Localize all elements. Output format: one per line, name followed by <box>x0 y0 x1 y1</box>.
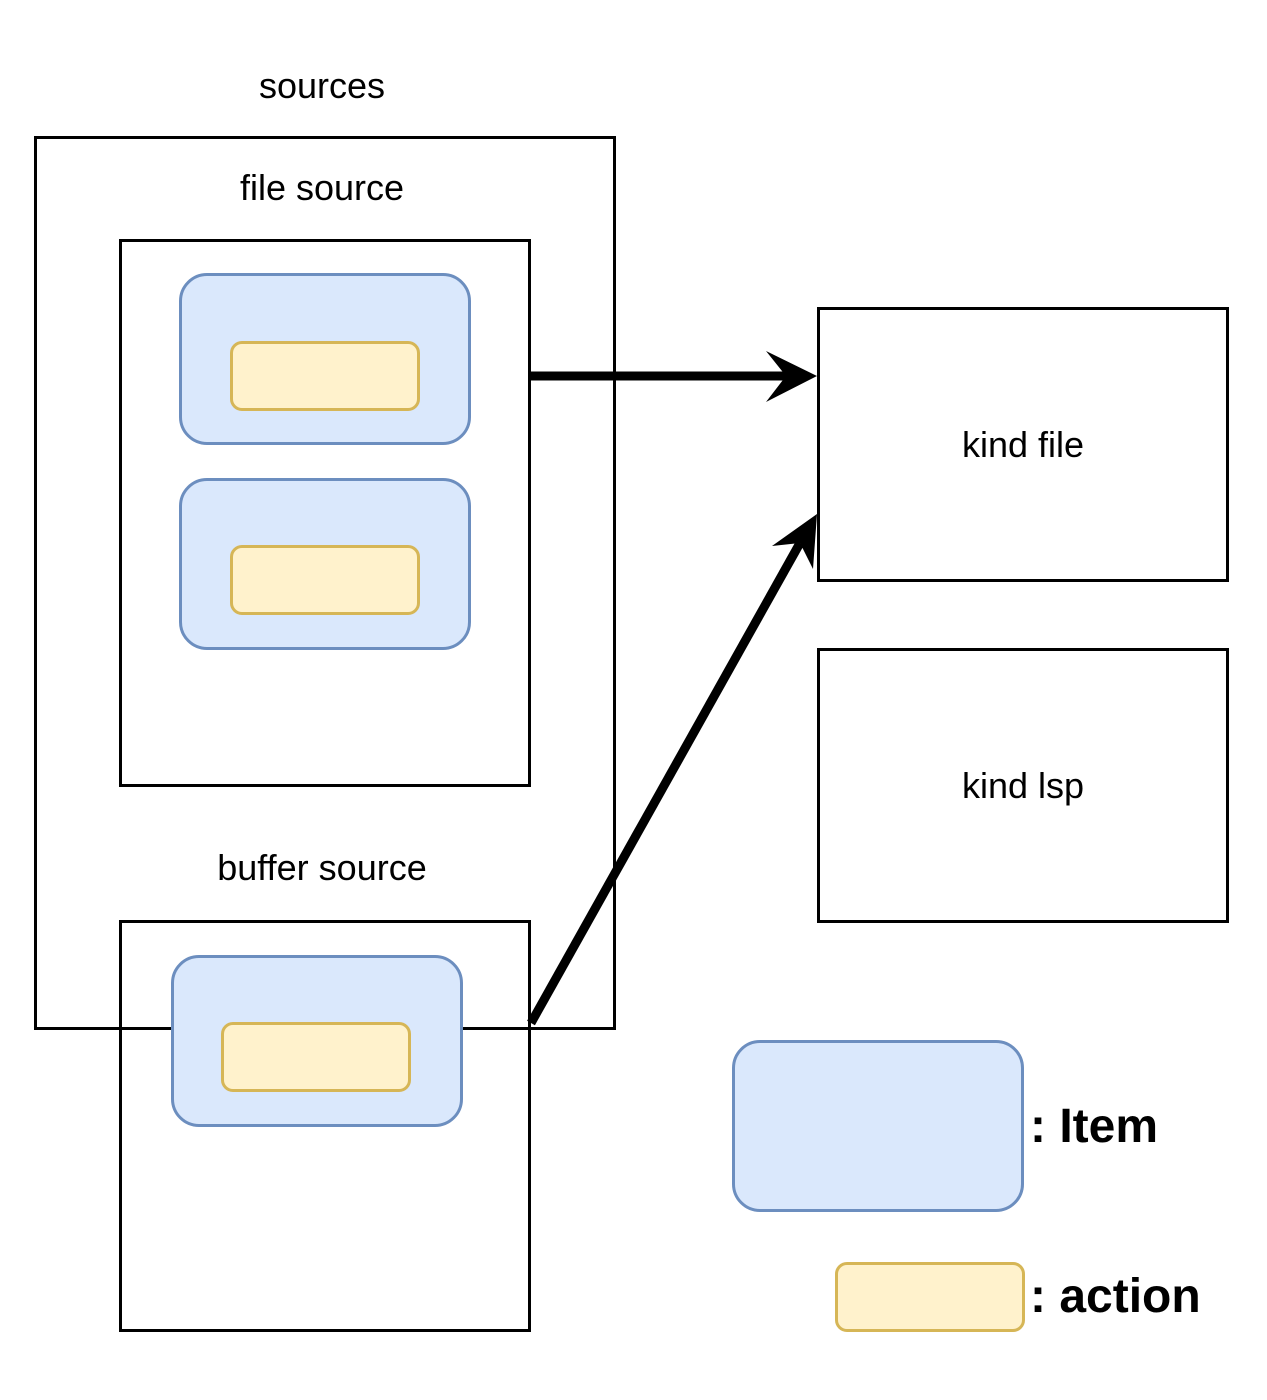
legend-item-swatch <box>732 1040 1024 1212</box>
buffer-source-item-1-action <box>221 1022 411 1092</box>
arrow-buffer-to-kind-file-head <box>772 514 817 569</box>
buffer-source-item-1 <box>171 955 463 1127</box>
kind-file-label: kind file <box>961 423 1085 465</box>
arrow-file-to-kind-file-head <box>766 351 817 402</box>
buffer-source-container <box>119 920 531 1332</box>
legend-item-label: : Item <box>1030 1100 1159 1153</box>
legend-action-label: : action <box>1030 1270 1201 1323</box>
sources-label: sources <box>258 65 386 106</box>
legend-action-swatch <box>835 1262 1025 1332</box>
kind-lsp-box: kind lsp <box>817 648 1229 923</box>
kind-file-box: kind file <box>817 307 1229 582</box>
buffer-source-label: buffer source <box>217 847 427 888</box>
file-source-item-2-action <box>230 545 420 615</box>
file-source-label: file source <box>239 167 405 208</box>
kind-lsp-label: kind lsp <box>961 764 1085 806</box>
file-source-item-1-action <box>230 341 420 411</box>
file-source-container <box>119 239 531 787</box>
